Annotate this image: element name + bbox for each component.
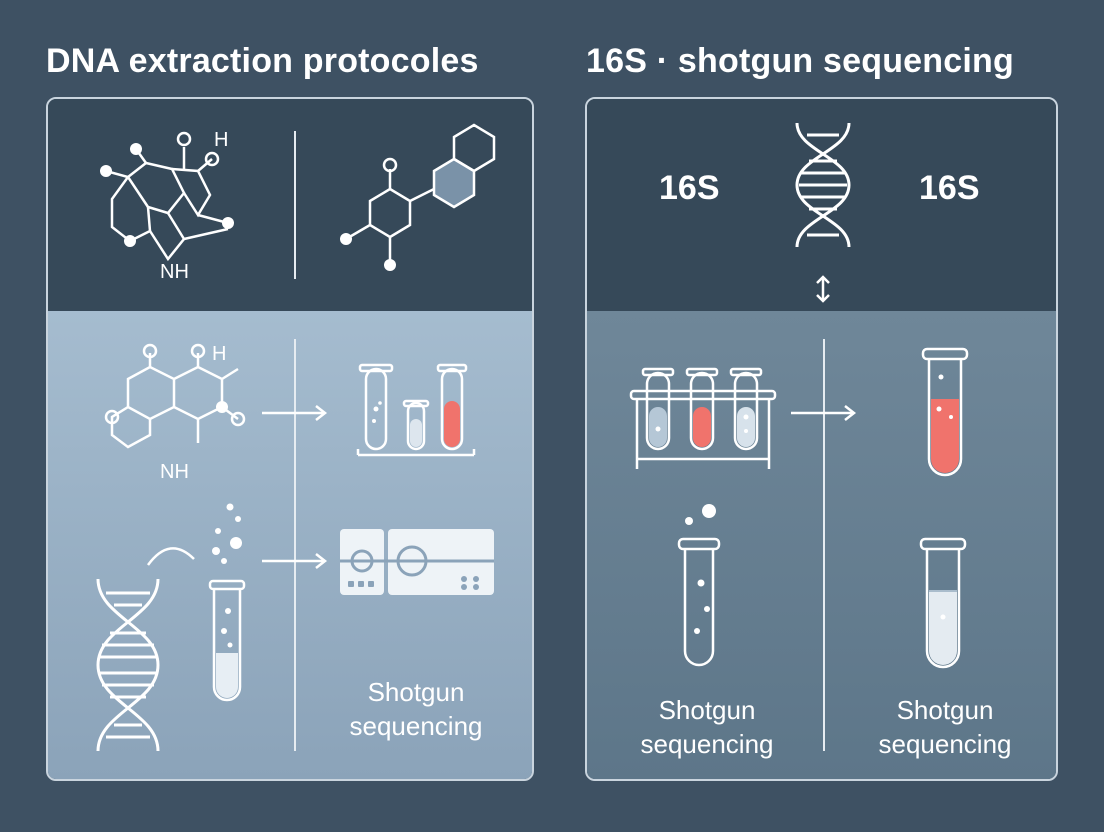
right-caption-right-line2: sequencing <box>878 729 1012 759</box>
test-tube-icon <box>919 537 967 669</box>
right-caption-left: Shotgun sequencing <box>617 693 797 761</box>
left-caption-line1: Shotgun <box>367 677 465 707</box>
molecule-label-nh: NH <box>160 461 189 483</box>
molecule-icon <box>340 123 496 271</box>
test-tube-rack-icon <box>629 367 777 469</box>
dna-helix-icon <box>96 578 160 752</box>
dna-extraction-panel: H NH <box>46 97 534 781</box>
molecule-label-h: H <box>212 343 227 365</box>
test-tube-rack-icon <box>356 363 476 457</box>
molecule-label-h: H <box>214 129 229 151</box>
right-caption-left-line2: sequencing <box>640 729 774 759</box>
left-caption: Shotgun sequencing <box>326 675 506 743</box>
arrow-right-icon <box>262 405 328 421</box>
sequencing-panel: 16S 16S <box>585 97 1058 781</box>
arrow-right-icon <box>262 553 328 569</box>
right-caption-right-line1: Shotgun <box>896 695 994 725</box>
right-caption-left-line1: Shotgun <box>658 695 756 725</box>
right-bottom-divider <box>823 339 825 751</box>
left-caption-line2: sequencing <box>349 711 483 741</box>
arrow-right-icon <box>791 405 857 421</box>
right-title: 16S · shotgun sequencing <box>586 42 1014 80</box>
left-top-divider <box>294 131 296 279</box>
label-16s-left: 16S <box>659 169 720 207</box>
test-tube-icon <box>677 504 721 667</box>
arrow-updown-icon <box>816 275 830 303</box>
molecule-icon <box>100 131 234 262</box>
right-panel-bottom <box>587 311 1056 779</box>
dna-helix-icon <box>795 122 851 248</box>
test-tube-icon <box>921 347 969 477</box>
sequencer-machine-icon <box>340 529 494 595</box>
molecule-icon <box>104 343 246 449</box>
right-caption-right: Shotgun sequencing <box>855 693 1035 761</box>
molecule-label-nh: NH <box>160 261 189 283</box>
test-tube-icon <box>208 503 246 702</box>
left-bottom-divider <box>294 339 296 751</box>
left-title: DNA extraction protocoles <box>46 42 479 80</box>
label-16s-right: 16S <box>919 169 980 207</box>
arc-line <box>146 547 195 566</box>
